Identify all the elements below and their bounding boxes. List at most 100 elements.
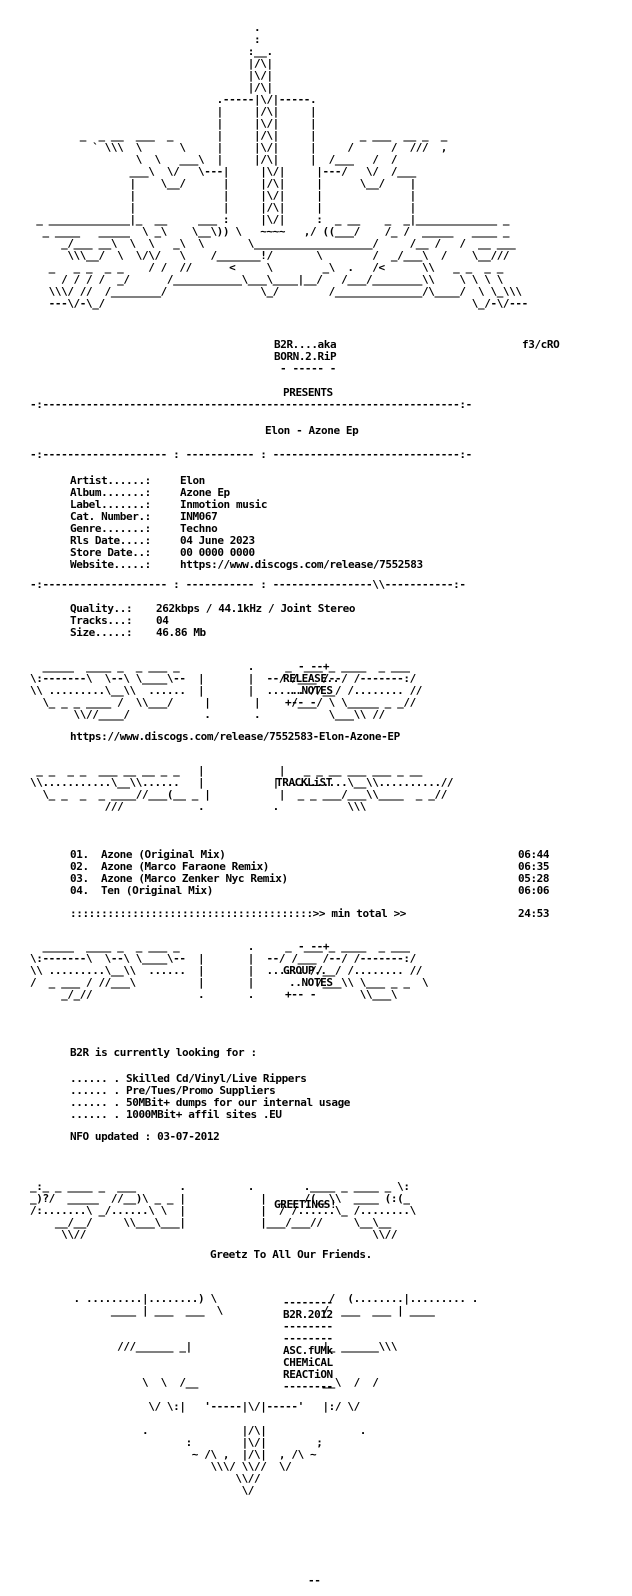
group-header-top: - --+ [298, 940, 330, 953]
group-header-bottom: +-- - [285, 988, 317, 1001]
section-ascii: \\ .........\__\\ ...... | | ...... //__… [30, 684, 423, 697]
info-key: Cat. Number.: [70, 510, 151, 523]
header-ascii-line: _ _ __ ___ _ | |/\| | _ ___ __ _ _ [30, 129, 448, 142]
section-ascii: _____ ____ _ _ ___ _ . _ ___ _ ____ _ __… [30, 940, 410, 953]
header-ascii-line: \\\__/ \ \/\/ \ /_______!/ \ / _/___\ / … [30, 249, 510, 262]
track-time: 06:44 [518, 848, 550, 861]
header-ascii-line: / / / / _/ /___________\___\____|__/ /__… [30, 273, 503, 286]
credit-line: REACTiON [283, 1368, 333, 1381]
total-time: 24:53 [518, 907, 550, 920]
footer-dash: -------- [283, 1320, 333, 1333]
info-key: Genre.......: [70, 522, 151, 535]
frame-divider: -:-------------------- : ----------- : -… [30, 578, 466, 591]
nfo-updated: NFO updated : 03-07-2012 [70, 1130, 220, 1143]
header-ascii-line: | |/\| | [30, 105, 317, 118]
section-ascii: \_ _ _ ____ / \\___/ | | /___/ \ \_____ … [30, 696, 416, 709]
info-key: Album.......: [70, 486, 151, 499]
section-ascii: _____ ____ _ _ ___ _ . _ ___ _ ____ _ __… [30, 660, 410, 673]
release-title: Elon - Azone Ep [265, 424, 359, 437]
section-ascii: \:-------\ \--\ \____\-- | | --/ /___ /-… [30, 672, 416, 685]
header-ascii-line: ---\/-\_/ \_/-\/--- [30, 297, 529, 310]
info-key: Store Date..: [70, 546, 151, 559]
header-ascii-art: . : :__. |/\| |\/| |/\| [30, 22, 528, 310]
greetings-text: Greetz To All Our Friends. [210, 1248, 372, 1261]
info-value: 46.86 Mb [156, 626, 206, 639]
section-ascii: __/__/ \\___\___| |___/___// \__\__ [30, 1216, 391, 1229]
footer-ascii: \\\/ \\// \/ [30, 1460, 292, 1473]
wanted-item: ...... . 50MBit+ dumps for our internal … [70, 1096, 351, 1109]
release-url: https://www.discogs.com/release/7552583-… [70, 730, 400, 743]
frame-divider: -:-------------------- : ----------- : -… [30, 448, 472, 461]
header-ascii-line: _ ____ _____ \ _\ \__\)) \ ~~~~ ,/ ((___… [30, 225, 510, 238]
info-value: INM067 [180, 510, 218, 523]
section-ascii: _/_// . . \\___\ [30, 988, 398, 1001]
info-value: Techno [180, 522, 218, 535]
section-ascii: /:.......\ _/......\ \ | | / /......\_ /… [30, 1204, 416, 1217]
header-ascii-line: |\/| [30, 69, 273, 82]
track-time: 06:06 [518, 884, 550, 897]
section-ascii: / _ ___ / //___\ | | /___\\ \___ _ _ \ [30, 976, 429, 989]
info-value: Inmotion music [180, 498, 268, 511]
credit-line: CHEMiCAL [283, 1356, 333, 1369]
wanted-item: ...... . 1000MBit+ affil sites .EU [70, 1108, 282, 1121]
notes-header-bottom: +-- - [285, 696, 317, 709]
footer-ascii: \/ [30, 1484, 255, 1497]
header-ascii-line: | | |/\| | | [30, 201, 417, 214]
footer-ascii: \/ \:| '-----|\/|-----' |:/ \/ [30, 1400, 360, 1413]
group-header: ..NOTES [289, 976, 333, 989]
header-ascii-line: \\\/ // /________/ \_/ /______________/\… [30, 285, 522, 298]
header-ascii-line: :__. [30, 45, 273, 58]
track-number: 04. [70, 884, 89, 897]
footer-year: B2R.2012 [283, 1308, 333, 1321]
info-value: Elon [180, 474, 205, 487]
notes-header-top: - --+ [298, 660, 330, 673]
header-ascii-line: \ \ ___\ | |/\| | /___ / / [30, 153, 398, 166]
notes-header: ..NOTES [289, 684, 333, 697]
footer-dash: -------- [283, 1380, 333, 1393]
total-prefix: :::::::::::::::::::::::::::::::::::::::>… [70, 907, 407, 920]
wanted-item: ...... . Skilled Cd/Vinyl/Live Rippers [70, 1072, 307, 1085]
info-key: Website.....: [70, 558, 151, 571]
info-value: https://www.discogs.com/release/7552583 [180, 558, 423, 571]
footer-ascii: \\// [30, 1472, 261, 1485]
header-ascii-line: | |\/| | [30, 117, 317, 130]
footer-ascii: \ \ /__ __\ / / [30, 1376, 379, 1389]
section-ascii: /// . . \\\ [30, 800, 367, 813]
header-ascii-line: |/\| [30, 81, 273, 94]
footer-ascii: ///______ _| |_ ______\\\ [30, 1340, 398, 1353]
footer-ascii: . .........|........) \ / (........|....… [30, 1292, 479, 1305]
info-value: 262kbps / 44.1kHz / Joint Stereo [156, 602, 356, 615]
section-ascii: \_ _ _ _ ____//___(__ _ | | _ _ ___/___\… [30, 788, 447, 801]
frame-divider: -:--------------------------------------… [30, 398, 472, 411]
footer-end: -- [308, 1574, 321, 1587]
section-ascii: _)?/ _____ //__)\ _ _ | | _ _ /(__\\ ___… [30, 1192, 410, 1205]
header-ascii-line: ___\ \/ \---| |\/| |---/ \/ /___ [30, 165, 417, 178]
section-ascii: \\//____/ . . \___\\ // [30, 708, 386, 721]
section-ascii: _:_ _ ____ _ ___ . . .____ _ ____ _ \: [30, 1180, 410, 1193]
info-key: Tracks...: [70, 614, 133, 627]
header-ascii-line: _ _ _ _ _ / / // < \ _\ . /< \\ _ _ _ _ [30, 261, 504, 274]
track-number: 02. [70, 860, 89, 873]
header-ascii-line: | \__/ | |/\| | \__/ | [30, 177, 417, 190]
info-value: 04 June 2023 [180, 534, 255, 547]
wanted-item: ...... . Pre/Tues/Promo Suppliers [70, 1084, 276, 1097]
track-title: Azone (Marco Zenker Nyc Remix) [101, 872, 288, 885]
header-ascii-line: _/___ __\ \ \ _\ \ \___________________/… [30, 237, 516, 250]
info-key: Label.......: [70, 498, 151, 511]
footer-dash: -------- [283, 1296, 333, 1309]
logo-presents: PRESENTS [283, 386, 333, 399]
track-title: Ten (Original Mix) [101, 884, 214, 897]
track-time: 06:35 [518, 860, 550, 873]
tracklist-header: TRACKLiST [276, 776, 333, 789]
credit-line: ASC.fUMk [283, 1344, 333, 1357]
section-ascii: \\// \\// [30, 1228, 398, 1241]
crew-tag: f3/cRO [522, 338, 560, 351]
header-ascii-line: .-----|\/|-----. [30, 93, 317, 106]
section-ascii: _ _ _ _ ___ __ __ _ _ | | _ _ __ ___ ___… [30, 764, 423, 777]
header-ascii-line: | | |\/| | | [30, 189, 417, 202]
section-ascii: \\ .........\__\\ ...... | | ...... //__… [30, 964, 423, 977]
track-number: 03. [70, 872, 89, 885]
info-value: 00 0000 0000 [180, 546, 255, 559]
info-key: Size.....: [70, 626, 133, 639]
